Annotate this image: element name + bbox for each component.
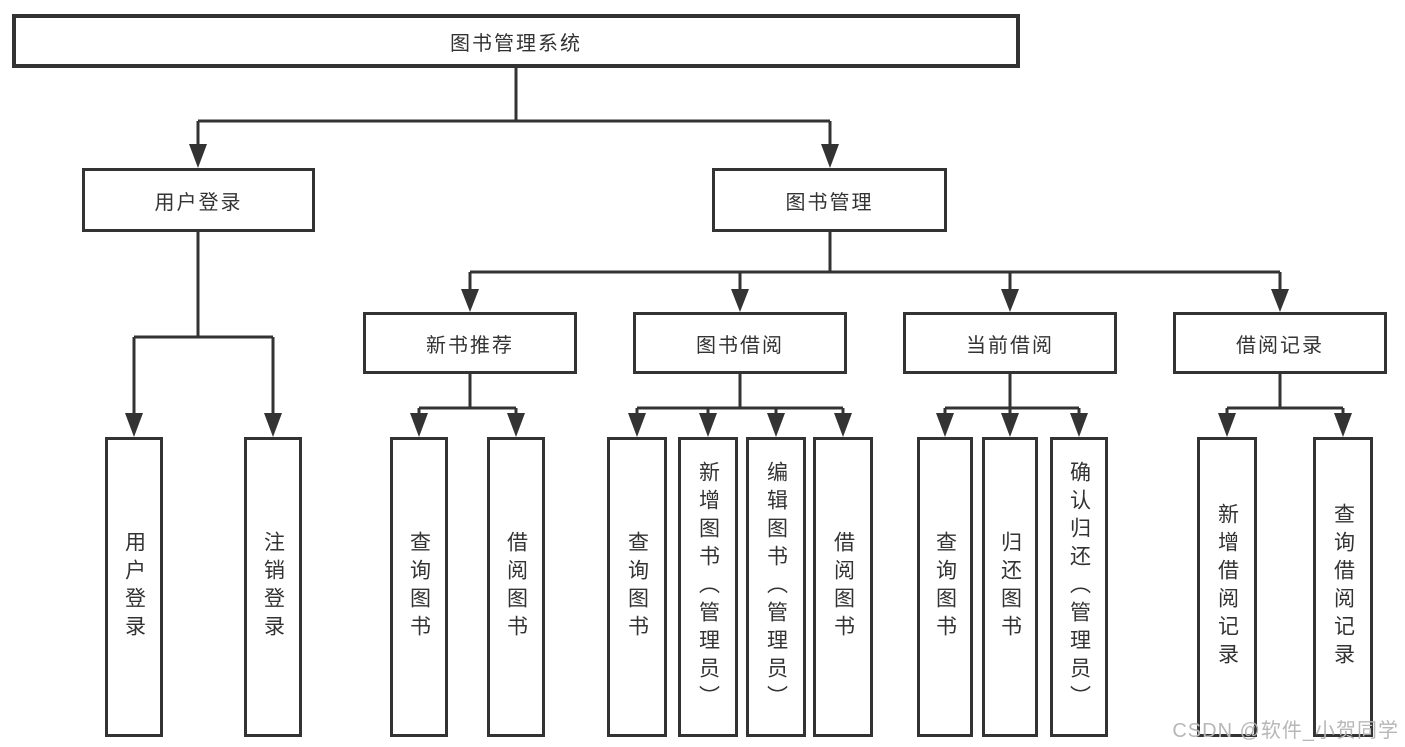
leaf-logout-label: 注销登录 <box>261 531 285 643</box>
leaf-logout: 注销登录 <box>244 437 302 737</box>
leaf-query-borrow-record-label: 查询借阅记录 <box>1331 503 1355 671</box>
node-root-label: 图书管理系统 <box>450 32 582 55</box>
leaf-recommend-query-books-label: 查询图书 <box>407 531 431 643</box>
node-new-book-recommend-label: 新书推荐 <box>426 334 514 357</box>
watermark-text: CSDN @软件_小贺同学 <box>1172 720 1399 742</box>
leaf-current-query-books: 查询图书 <box>917 437 973 737</box>
leaf-borrow-query-books: 查询图书 <box>607 437 667 737</box>
node-book-management: 图书管理 <box>712 168 947 232</box>
node-book-management-label: 图书管理 <box>785 191 874 214</box>
leaf-borrow-books-label: 借阅图书 <box>831 531 855 643</box>
leaf-current-query-books-label: 查询图书 <box>933 531 957 643</box>
node-user-login-label: 用户登录 <box>154 191 243 214</box>
leaf-recommend-query-books: 查询图书 <box>390 437 448 737</box>
leaf-edit-book-admin: 编辑图书（管理员） <box>746 437 806 737</box>
node-new-book-recommend: 新书推荐 <box>363 312 577 374</box>
leaf-add-borrow-record-label: 新增借阅记录 <box>1215 503 1239 671</box>
node-current-borrow: 当前借阅 <box>903 312 1117 374</box>
leaf-recommend-borrow-books-label: 借阅图书 <box>504 531 528 643</box>
leaf-query-borrow-record: 查询借阅记录 <box>1313 437 1373 737</box>
node-current-borrow-label: 当前借阅 <box>966 334 1054 357</box>
leaf-borrow-books: 借阅图书 <box>813 437 873 737</box>
leaf-borrow-query-books-label: 查询图书 <box>625 531 649 643</box>
node-borrow-records: 借阅记录 <box>1173 312 1387 374</box>
leaf-confirm-return-admin-label: 确认归还（管理员） <box>1067 461 1091 713</box>
node-book-borrow-label: 图书借阅 <box>696 334 784 357</box>
leaf-confirm-return-admin: 确认归还（管理员） <box>1050 437 1108 737</box>
leaf-edit-book-admin-label: 编辑图书（管理员） <box>764 461 788 713</box>
node-root: 图书管理系统 <box>12 14 1020 68</box>
leaf-add-book-admin-label: 新增图书（管理员） <box>696 461 720 713</box>
leaf-add-borrow-record: 新增借阅记录 <box>1197 437 1257 737</box>
leaf-user-login-label: 用户登录 <box>122 531 146 643</box>
leaf-user-login: 用户登录 <box>105 437 163 737</box>
leaf-add-book-admin: 新增图书（管理员） <box>678 437 738 737</box>
node-borrow-records-label: 借阅记录 <box>1236 334 1324 357</box>
node-book-borrow: 图书借阅 <box>633 312 847 374</box>
leaf-recommend-borrow-books: 借阅图书 <box>487 437 545 737</box>
node-user-login: 用户登录 <box>82 168 315 232</box>
leaf-return-book: 归还图书 <box>982 437 1038 737</box>
leaf-return-book-label: 归还图书 <box>998 531 1022 643</box>
